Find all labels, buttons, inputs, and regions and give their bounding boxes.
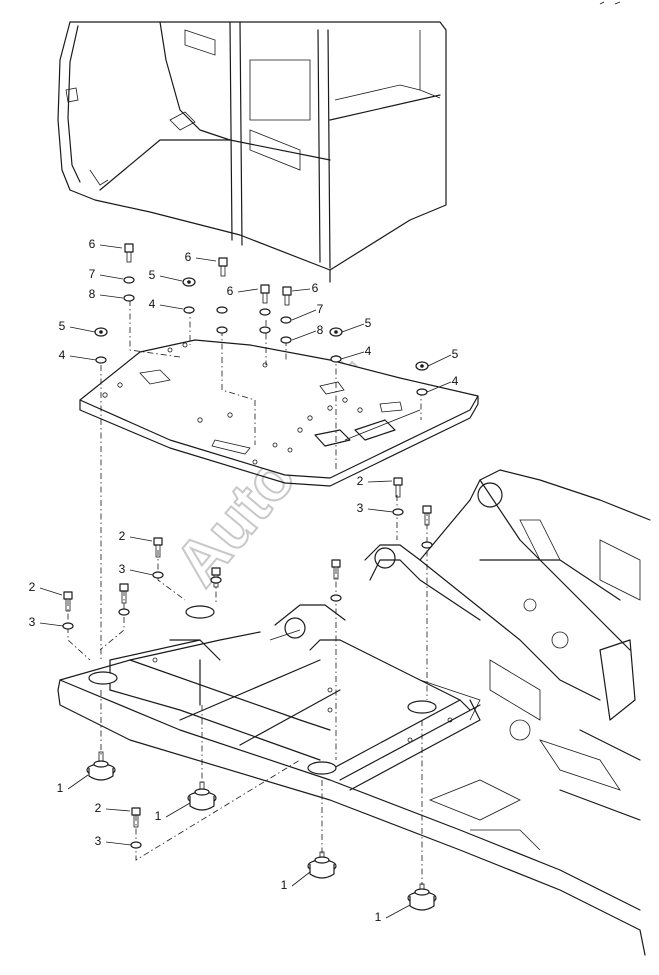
fasteners [62, 243, 433, 849]
bolt-6-b [218, 257, 228, 277]
callout-number: 3 [357, 501, 364, 515]
callout-number: 1 [375, 910, 382, 924]
main-frame [57, 605, 646, 956]
callout-number: 3 [95, 834, 102, 848]
rubber-mounts [86, 751, 437, 911]
callout-number: 8 [317, 323, 324, 337]
callout-number: 8 [89, 287, 96, 301]
bolt-2-b [422, 505, 432, 526]
callout-number: 7 [317, 302, 324, 316]
cab-frame [57, 1, 621, 283]
callout-number: 6 [185, 250, 192, 264]
callout-number: 4 [59, 348, 66, 362]
callout-number: 5 [149, 268, 156, 282]
callout-number: 3 [119, 562, 126, 576]
bolt-2-g [63, 591, 73, 612]
callout-number: 1 [281, 878, 288, 892]
callout-number: 6 [89, 237, 96, 251]
mount-1-c [307, 851, 337, 879]
callout-number: 1 [57, 781, 64, 795]
callout-number: 6 [227, 284, 234, 298]
callout-leaders [39, 244, 452, 919]
bolt-6-d [282, 286, 292, 306]
callout-number: 2 [119, 529, 126, 543]
bolt-2-e [331, 559, 341, 580]
mount-1-d [407, 883, 437, 911]
bolt-2-f [119, 583, 129, 604]
upper-frame-structure [274, 469, 651, 851]
bolt-2-h [131, 807, 141, 828]
floor-plate [79, 339, 479, 487]
bolt-6-a [124, 243, 134, 263]
bolt-2-c [153, 537, 163, 558]
callout-number: 5 [365, 316, 372, 330]
callout-number: 2 [29, 580, 36, 594]
callout-number: 4 [149, 297, 156, 311]
mount-1-b [187, 781, 217, 811]
callout-number: 4 [365, 344, 372, 358]
callout-number: 3 [29, 615, 36, 629]
callout-number: 2 [357, 474, 364, 488]
callout-number: 7 [89, 267, 96, 281]
bolt-6-c [260, 284, 270, 304]
callout-number: 2 [95, 801, 102, 815]
callout-number: 4 [452, 374, 459, 388]
callout-number: 6 [312, 281, 319, 295]
callout-number: 5 [59, 319, 66, 333]
callout-number: 1 [155, 809, 162, 823]
mount-1-a [86, 751, 116, 781]
callout-number: 5 [452, 347, 459, 361]
bolt-2-a [393, 477, 403, 498]
callout-numbers: 6 7 8 5 4 6 6 6 7 8 5 4 5 4 5 4 2 3 2 3 2 3 1 1 2 3 1 1 [29, 237, 459, 924]
